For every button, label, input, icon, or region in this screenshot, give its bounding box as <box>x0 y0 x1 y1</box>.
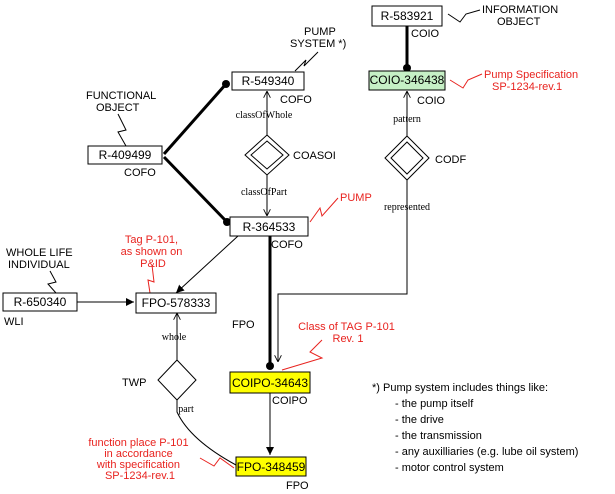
node-r409499-label: R-409499 <box>99 148 152 162</box>
type-label-cofo-409499: COFO <box>124 167 156 179</box>
relation-labels: COASOI CODF TWP classOfWhole classOfPart… <box>122 110 466 415</box>
type-label-wli: WLI <box>4 316 24 328</box>
footnote: *) Pump system includes things like: - t… <box>372 382 578 474</box>
type-label-coio-bottom: COIO <box>417 95 446 107</box>
leader-function-place <box>199 457 235 469</box>
role-label-class-of-whole: classOfWhole <box>236 110 293 121</box>
footnote-item: - the pump itself <box>395 398 474 410</box>
node-r549340[interactable]: R-549340 <box>231 71 305 91</box>
leader-pump-system <box>294 51 319 72</box>
node-r650340[interactable]: R-650340 <box>2 292 78 312</box>
annotation-tag-p101: Tag P-101, as shown on P&ID <box>121 234 186 270</box>
r364533-to-fpo578333-line <box>175 235 239 294</box>
node-r364533[interactable]: R-364533 <box>229 216 309 237</box>
node-coipo34643[interactable]: COIPO-34643 <box>229 371 311 394</box>
leader-pump <box>309 197 339 223</box>
footnote-item: - the drive <box>395 414 444 426</box>
node-coio346438-label: COIO-346438 <box>370 73 445 87</box>
role-label-whole: whole <box>162 332 187 343</box>
footnote-title: *) Pump system includes things like: <box>372 382 548 394</box>
node-r583921[interactable]: R-583921 <box>371 5 443 27</box>
connector-dot <box>266 362 274 370</box>
footnote-item: - any auxilliaries (e.g. lube oil system… <box>395 446 578 458</box>
node-r583921-label: R-583921 <box>381 9 434 23</box>
part-line <box>176 398 237 466</box>
annotation-class-of-tag: Class of TAG P-101 Rev. 1 <box>298 321 398 345</box>
thick-connectors <box>162 26 411 370</box>
node-coipo34643-label: COIPO-34643 <box>232 376 308 390</box>
connector-dot <box>223 218 231 226</box>
thin-connectors <box>76 91 408 466</box>
relation-label-codf: CODF <box>435 154 466 166</box>
node-fpo348459-label: FPO-348459 <box>237 460 306 474</box>
leader-whole-life <box>47 270 57 294</box>
annotation-leaders <box>147 73 483 469</box>
footnote-item: - the transmission <box>395 430 482 442</box>
type-label-coio-top: COIO <box>411 28 440 40</box>
footnote-item: - motor control system <box>395 462 504 474</box>
callout-whole-life-individual: WHOLE LIFE INDIVIDUAL <box>6 247 76 271</box>
annotation-texts: Pump Specification SP-1234-rev.1 PUMP Ta… <box>88 69 581 482</box>
node-r650340-label: R-650340 <box>14 295 67 309</box>
connector-dot <box>222 80 230 88</box>
relation-label-twp: TWP <box>122 377 146 389</box>
type-label-cofo-549340: COFO <box>280 94 312 106</box>
connector-dot <box>403 64 411 72</box>
node-r549340-label: R-549340 <box>242 74 295 88</box>
node-r409499[interactable]: R-409499 <box>87 145 163 165</box>
relation-label-coasoi: COASOI <box>293 150 336 162</box>
type-labels: COIO COIO COFO COFO COFO WLI FPO COIPO F… <box>4 28 446 492</box>
role-label-pattern: pattern <box>393 114 421 125</box>
node-fpo578333-label: FPO-578333 <box>142 296 211 310</box>
annotation-function-place: function place P-101 in accordance with … <box>88 437 191 482</box>
connector-r409499-r364533 <box>162 155 229 224</box>
node-fpo348459[interactable]: FPO-348459 <box>235 456 307 477</box>
callout-leaders <box>47 9 481 294</box>
node-coio346438[interactable]: COIO-346438 <box>368 70 446 91</box>
role-label-class-of-part: classOfPart <box>241 187 287 198</box>
leader-information-object <box>447 9 481 23</box>
connector-r409499-r549340 <box>162 83 228 155</box>
type-label-fpo-bottom: FPO <box>286 480 309 492</box>
callout-pump-system: PUMP SYSTEM *) <box>290 26 346 50</box>
callout-texts: INFORMATION OBJECT PUMP SYSTEM *) FUNCTI… <box>6 4 561 271</box>
role-label-represented: represented <box>384 202 430 213</box>
codf-diamond[interactable] <box>384 135 430 181</box>
leader-class-of-tag <box>281 339 324 371</box>
leader-pump-specification <box>449 73 483 89</box>
twp-diamond[interactable] <box>157 359 197 401</box>
coasoi-diamond[interactable] <box>244 134 290 176</box>
relation-diamonds <box>157 134 430 401</box>
leader-tag-p101 <box>147 264 155 294</box>
type-label-fpo-left: FPO <box>232 319 255 331</box>
leader-functional-object <box>117 113 127 147</box>
annotation-pump-specification: Pump Specification SP-1234-rev.1 <box>484 69 581 93</box>
callout-functional-object: FUNCTIONAL OBJECT <box>86 90 159 114</box>
role-label-part: part <box>178 404 194 415</box>
callout-information-object: INFORMATION OBJECT <box>482 4 561 28</box>
represented-line <box>278 180 408 362</box>
type-label-coipo: COIPO <box>272 395 308 407</box>
node-r364533-label: R-364533 <box>243 220 296 234</box>
type-label-cofo-364533: COFO <box>271 239 303 251</box>
node-fpo578333[interactable]: FPO-578333 <box>135 292 217 314</box>
annotation-pump: PUMP <box>340 192 372 204</box>
